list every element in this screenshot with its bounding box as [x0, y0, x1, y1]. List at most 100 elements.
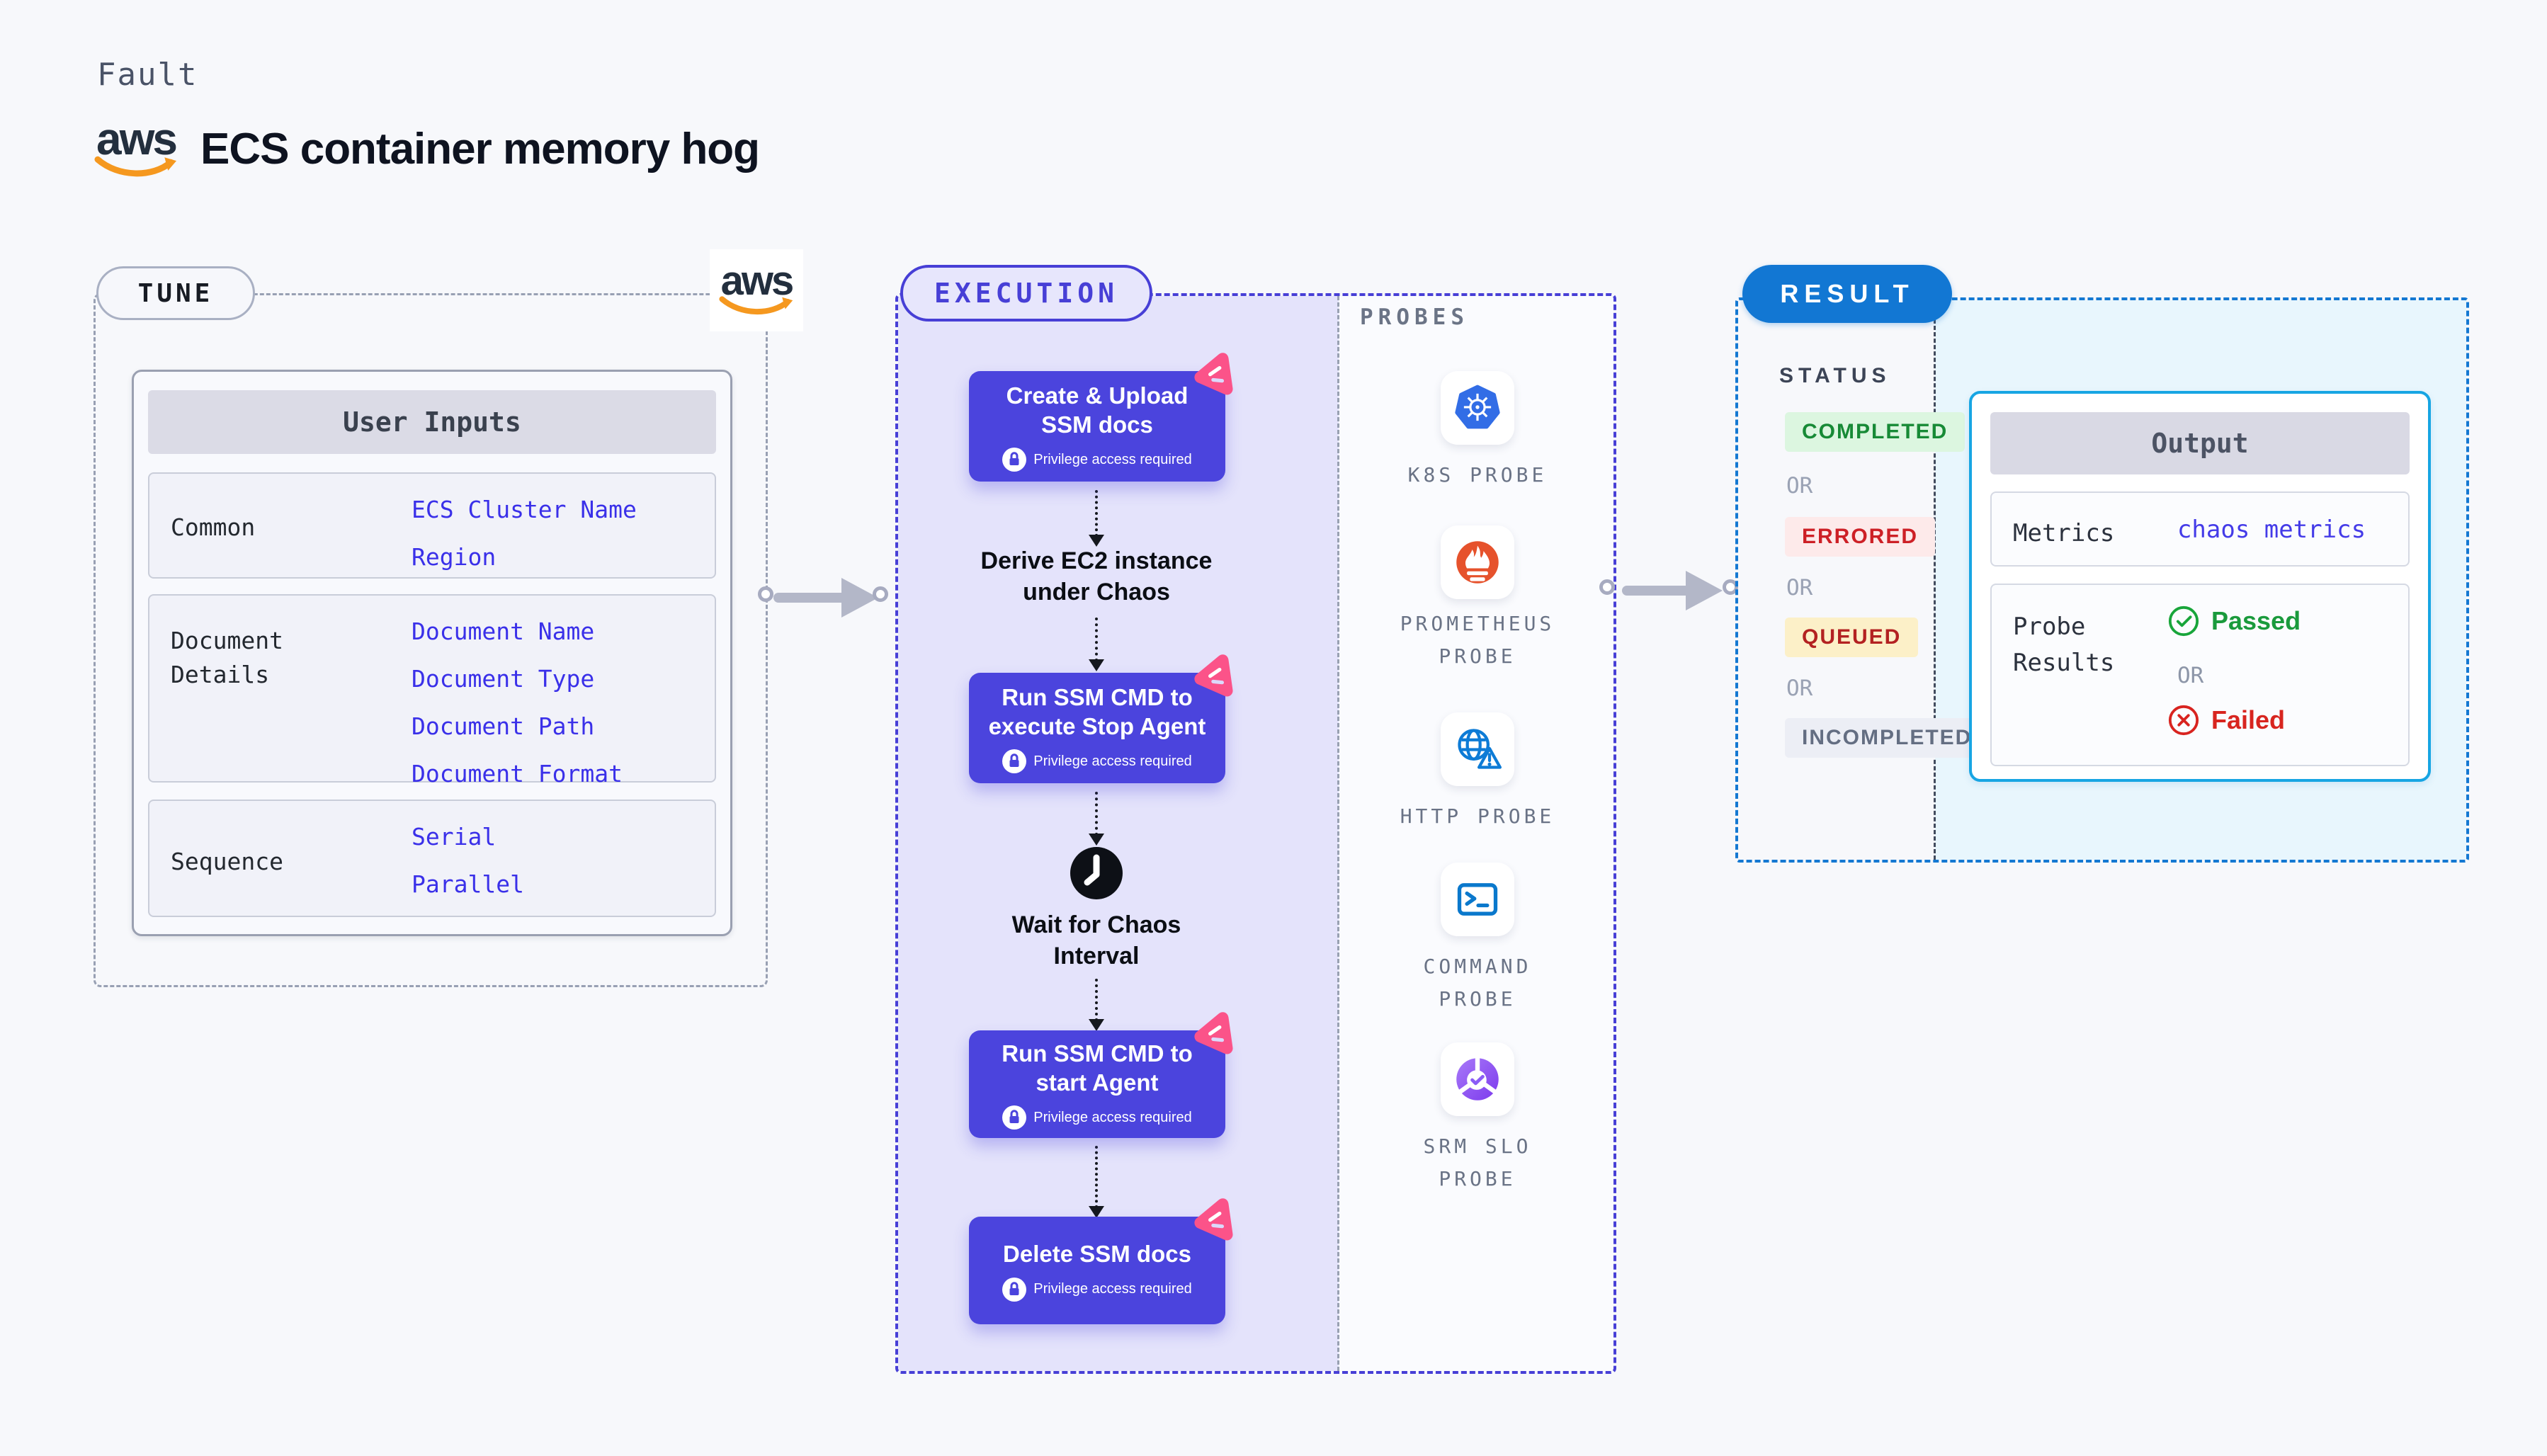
lock-icon [1002, 749, 1027, 774]
status-badge-queued: QUEUED [1785, 618, 1919, 657]
status-or-label: OR [1786, 473, 1813, 499]
result-divider [1934, 300, 1936, 860]
execution-badge: EXECUTION [900, 265, 1152, 322]
connector-line [1622, 586, 1693, 596]
probe-result-failed: Failed [2167, 704, 2285, 736]
probes-area [1339, 296, 1613, 1371]
user-inputs-table: User Inputs Common ECS Cluster Name Regi… [132, 370, 732, 936]
prometheus-icon [1456, 541, 1499, 584]
step-title: Run SSM CMD to start Agent [1002, 1040, 1193, 1096]
aws-logo: aws [719, 257, 795, 318]
row-values: Document Name Document Type Document Pat… [412, 618, 623, 787]
probe-label: SRM SLO PROBE [1423, 1134, 1532, 1191]
aws-logo-text: aws [96, 113, 178, 164]
flow-arrow-icon [1089, 792, 1104, 846]
status-heading: STATUS [1779, 364, 1891, 387]
tune-badge: TUNE [96, 266, 255, 320]
command-terminal-icon [1457, 883, 1498, 916]
step-run-ssm-cmd-start-agent: Run SSM CMD to start Agent Privilege acc… [969, 1012, 1233, 1138]
flow-arrow-icon [1089, 618, 1104, 671]
privilege-note: Privilege access required [1002, 749, 1192, 774]
table-row-common: Common ECS Cluster Name Region [148, 472, 716, 579]
http-globe-warning-icon [1458, 729, 1502, 769]
passed-label: Passed [2211, 606, 2301, 635]
page-header: aws ECS container memory hog [94, 113, 760, 180]
status-or-label: OR [1786, 676, 1813, 701]
probe-label: HTTP PROBE [1400, 804, 1555, 828]
probe-result-passed: Passed [2167, 605, 2301, 637]
privilege-note-text: Privilege access required [1033, 753, 1192, 769]
probe-results-label: Probe Results [2013, 613, 2115, 677]
chaos-icon [1194, 1012, 1233, 1054]
kubernetes-icon [1455, 385, 1500, 429]
row-values: Serial Parallel [412, 823, 524, 898]
probe-result-or-label: OR [2177, 663, 2204, 688]
table-row-document-details: Document Details Document Name Document … [148, 594, 716, 787]
step-wait-for-chaos-interval: Wait for Chaos Interval [1011, 911, 1181, 970]
status-badge-errored: ERRORED [1785, 517, 1936, 557]
probe-card-prometheus [1441, 525, 1514, 599]
tune-section [93, 293, 768, 987]
privilege-note-text: Privilege access required [1033, 1281, 1192, 1297]
output-header: Output [1990, 412, 2410, 474]
table-row-sequence: Sequence Serial Parallel [148, 800, 716, 917]
step-title: Create & Upload SSM docs [1006, 382, 1189, 438]
x-circle-icon [2168, 705, 2199, 736]
privilege-note-text: Privilege access required [1033, 451, 1192, 467]
aws-smile-icon [94, 156, 177, 176]
privilege-note-text: Privilege access required [1033, 1109, 1192, 1125]
aws-logo: aws [94, 113, 178, 180]
metrics-label: Metrics [2013, 519, 2115, 547]
probe-label: COMMAND PROBE [1423, 955, 1532, 1011]
user-inputs-header: User Inputs [148, 390, 716, 454]
step-delete-ssm-docs: Delete SSM docs Privilege access require… [969, 1198, 1233, 1324]
chaos-icon [1194, 1198, 1233, 1241]
probe-card-k8s [1441, 371, 1514, 445]
connector-dot [758, 586, 773, 602]
lock-icon [1002, 1277, 1027, 1302]
aws-smile-icon [719, 296, 793, 315]
step-title: Delete SSM docs [1003, 1241, 1191, 1268]
row-values: ECS Cluster Name Region [412, 496, 637, 571]
flow-arrow-icon [1089, 1146, 1104, 1218]
lock-icon [1002, 448, 1027, 472]
step-derive-ec2-instance: Derive EC2 instance under Chaos [980, 547, 1213, 606]
probes-divider [1337, 296, 1339, 1371]
step-title: Run SSM CMD to execute Stop Agent [988, 683, 1206, 739]
page-kicker: Fault [97, 57, 198, 93]
status-badge-incompleted: INCOMPLETED [1785, 718, 1990, 758]
output-row-metrics: Metrics chaos metrics [1990, 491, 2410, 567]
check-circle-icon [2168, 605, 2199, 637]
output-row-probe-results: Probe Results Passed OR Failed [1990, 584, 2410, 766]
step-create-upload-ssm-docs: Create & Upload SSM docs Privilege acces… [969, 353, 1233, 482]
flow-arrow-icon [1089, 490, 1104, 547]
privilege-note: Privilege access required [1002, 448, 1192, 472]
connector-dot [873, 586, 888, 602]
probe-card-srm-slo [1441, 1042, 1514, 1116]
probe-card-command [1441, 863, 1514, 936]
row-label: Common [171, 513, 256, 541]
connector-dot [1599, 579, 1615, 595]
chaos-icon [1194, 654, 1233, 697]
status-badge-completed: COMPLETED [1785, 412, 1965, 452]
connector-arrowhead-icon [1686, 571, 1723, 610]
tune-aws-logo-card: aws [710, 249, 803, 331]
clock-icon [1070, 847, 1123, 899]
result-badge: RESULT [1742, 265, 1952, 323]
probe-label: PROMETHEUS PROBE [1400, 612, 1555, 669]
metrics-value: chaos metrics [2177, 516, 2366, 544]
aws-logo-text: aws [720, 257, 795, 304]
probe-label: K8S PROBE [1407, 463, 1548, 487]
probe-card-http [1441, 712, 1514, 786]
probes-heading: PROBES [1360, 305, 1469, 330]
connector-arrowhead-icon [841, 578, 878, 618]
output-card: Output Metrics chaos metrics Probe Resul… [1969, 391, 2431, 782]
failed-label: Failed [2211, 705, 2286, 734]
status-or-label: OR [1786, 575, 1813, 601]
privilege-note: Privilege access required [1002, 1105, 1192, 1130]
srm-slo-icon [1456, 1057, 1499, 1100]
row-label: Document Details [171, 627, 283, 688]
chaos-icon [1194, 353, 1233, 395]
page-title: ECS container memory hog [200, 125, 760, 174]
privilege-note: Privilege access required [1002, 1277, 1192, 1302]
